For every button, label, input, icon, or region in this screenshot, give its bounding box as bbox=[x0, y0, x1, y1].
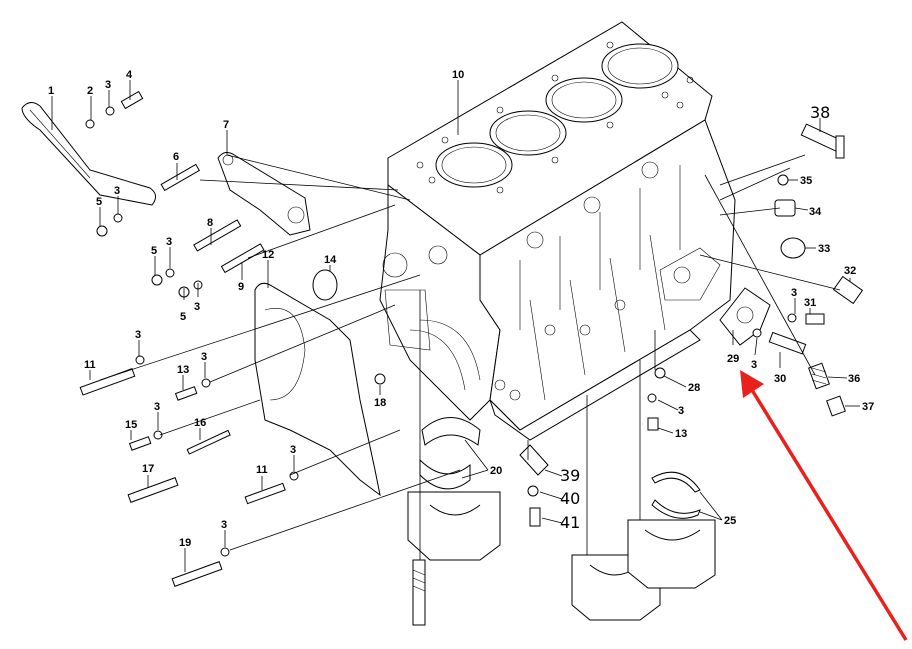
label-29: 29 bbox=[727, 353, 739, 365]
label-5: 5 bbox=[151, 245, 157, 257]
label-11: 11 bbox=[84, 359, 96, 371]
label-3: 3 bbox=[135, 329, 141, 341]
bracket-7 bbox=[217, 152, 311, 236]
label-1: 1 bbox=[48, 85, 54, 97]
label-30: 30 bbox=[774, 373, 786, 385]
bracket-1 bbox=[21, 102, 156, 206]
label-3: 3 bbox=[105, 79, 111, 91]
label-31: 31 bbox=[804, 297, 816, 309]
nozzle-39-41 bbox=[519, 444, 549, 527]
cylinder-bores bbox=[435, 43, 679, 188]
label-40: 40 bbox=[560, 489, 580, 508]
label-2: 2 bbox=[87, 85, 93, 97]
part-labels: 1 2 3 4 5 3 6 7 8 5 3 9 5 3 12 14 10 3 1… bbox=[48, 69, 874, 549]
main-bearing-caps bbox=[407, 491, 716, 621]
label-33: 33 bbox=[818, 243, 830, 255]
label-18: 18 bbox=[374, 397, 386, 409]
oil-filter-mount bbox=[659, 247, 721, 301]
label-34: 34 bbox=[809, 206, 822, 218]
label-5: 5 bbox=[96, 196, 102, 208]
label-19: 19 bbox=[179, 537, 191, 549]
label-20: 20 bbox=[490, 465, 502, 477]
label-39: 39 bbox=[560, 466, 580, 485]
label-16: 16 bbox=[194, 417, 206, 429]
block-ribs bbox=[494, 161, 681, 401]
label-35: 35 bbox=[800, 175, 812, 187]
label-3: 3 bbox=[154, 401, 160, 413]
label-4: 4 bbox=[126, 69, 133, 81]
red-pointer-arrow bbox=[740, 370, 908, 641]
label-3: 3 bbox=[791, 287, 797, 299]
label-13: 13 bbox=[177, 364, 189, 376]
label-25: 25 bbox=[724, 515, 736, 527]
label-3: 3 bbox=[166, 236, 172, 248]
label-8: 8 bbox=[207, 217, 213, 229]
label-3: 3 bbox=[114, 185, 120, 197]
label-11: 11 bbox=[256, 464, 268, 476]
label-6: 6 bbox=[173, 151, 179, 163]
label-17: 17 bbox=[142, 463, 154, 475]
label-28: 28 bbox=[688, 382, 700, 394]
plug-28 bbox=[654, 367, 666, 379]
label-3: 3 bbox=[678, 405, 684, 417]
fasteners-top-left bbox=[85, 90, 265, 298]
bolts-left bbox=[79, 355, 386, 587]
label-36: 36 bbox=[848, 373, 860, 385]
label-13: 13 bbox=[675, 428, 687, 440]
thrust-washers-25 bbox=[651, 471, 701, 519]
label-14: 14 bbox=[324, 254, 337, 266]
label-5: 5 bbox=[180, 311, 186, 323]
label-41: 41 bbox=[560, 513, 580, 532]
label-7: 7 bbox=[223, 119, 229, 131]
label-32: 32 bbox=[844, 265, 856, 277]
label-15: 15 bbox=[125, 419, 137, 431]
main-bolt bbox=[412, 559, 426, 626]
label-37: 37 bbox=[862, 401, 874, 413]
label-9: 9 bbox=[238, 281, 244, 293]
front-plate-12 bbox=[254, 282, 381, 497]
leader-lines bbox=[51, 80, 860, 572]
plug-14 bbox=[312, 269, 338, 301]
label-10: 10 bbox=[452, 69, 464, 81]
label-3: 3 bbox=[201, 351, 207, 363]
label-3: 3 bbox=[751, 359, 757, 371]
cylinder-block bbox=[379, 21, 736, 441]
bearing-shells-20 bbox=[419, 417, 481, 490]
label-12: 12 bbox=[262, 249, 274, 261]
label-38: 38 bbox=[810, 103, 830, 122]
block-front-features bbox=[382, 245, 481, 391]
label-3: 3 bbox=[290, 444, 296, 456]
right-fittings bbox=[719, 123, 864, 417]
label-3: 3 bbox=[194, 301, 200, 313]
deck-holes bbox=[416, 41, 694, 194]
label-3: 3 bbox=[221, 519, 227, 531]
